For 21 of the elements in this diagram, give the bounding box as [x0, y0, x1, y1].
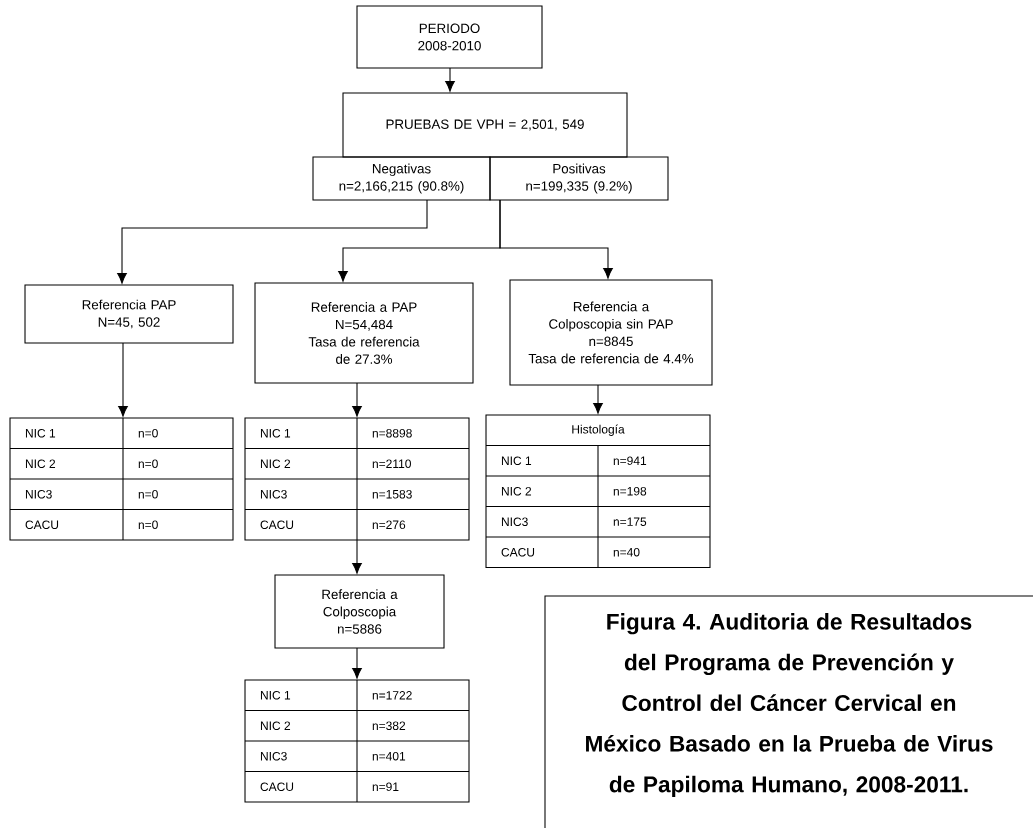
process-box: Negativas n=2,166,215 (90.8%) — [312, 156, 491, 201]
caption-box: Figura 4. Auditoria de Resultados del Programa de Prevención y Control del Cáncer Cervical en México Basado en la Prueba de Virus de Papiloma Humano, 2008-2011. — [544, 595, 1033, 828]
process-box: PERIODO 2008-2010 — [356, 5, 543, 69]
arrow — [117, 199, 428, 284]
data-table: Histología NIC 1 n=941 NIC 2 n=198 NIC3 n=175 CACU n=40 — [485, 414, 711, 569]
arrow — [118, 342, 128, 417]
process-box: Referencia a Colposcopia n=5886 — [274, 574, 445, 649]
arrow — [352, 647, 362, 679]
arrow — [499, 199, 613, 279]
process-box: PRUEBAS DE VPH = 2,501, 549 — [342, 92, 628, 158]
data-table: NIC 1 n=0 NIC 2 n=0 NIC3 n=0 CACU n=0 — [9, 417, 234, 541]
process-box: Positivas n=199,335 (9.2%) — [489, 156, 669, 201]
data-table: NIC 1 n=8898 NIC 2 n=2110 NIC3 n=1583 CACU n=276 — [244, 417, 470, 541]
arrow — [445, 67, 455, 92]
arrow — [352, 382, 362, 417]
data-table: NIC 1 n=1722 NIC 2 n=382 NIC3 n=401 CACU n=91 — [244, 679, 470, 803]
process-box: Referencia a PAP N=54,484 Tasa de referencia de 27.3% — [254, 282, 474, 384]
arrow — [352, 539, 362, 574]
process-box: Referencia PAP N=45, 502 — [24, 284, 234, 344]
process-box: Referencia a Colposcopia sin PAP n=8845 Tasa de referencia de 4.4% — [509, 279, 713, 386]
arrow — [593, 384, 603, 414]
